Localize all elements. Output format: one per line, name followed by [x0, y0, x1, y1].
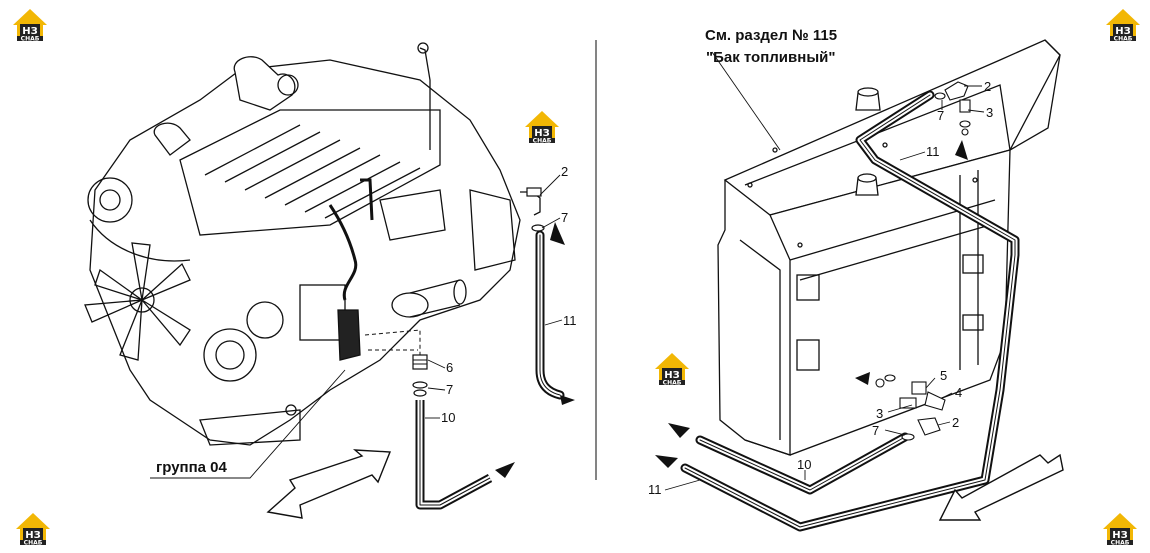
flow-arrow-tip: [668, 423, 690, 438]
callout-11: 11: [926, 144, 940, 159]
callout-10: 10: [441, 410, 455, 425]
direction-arrow-left: [266, 449, 392, 519]
callout-2: 2: [561, 164, 568, 179]
callout-7: 7: [561, 210, 568, 225]
watermark-logo-icon: [1103, 513, 1137, 547]
callout-10: 10: [797, 457, 811, 472]
engine-illustration: [84, 42, 521, 446]
callout-2: 2: [952, 415, 959, 430]
direction-arrow-right: [938, 453, 1064, 521]
flow-arrow-tip: [855, 372, 870, 385]
left-fuel-lines: [412, 187, 565, 510]
group-label: группа 04: [156, 459, 228, 476]
callout-3: 3: [986, 105, 993, 120]
callout-11: 11: [648, 482, 662, 497]
watermark-logo-icon: [1106, 9, 1140, 43]
right-fittings: [875, 81, 971, 441]
section-reference: См. раздел № 115: [705, 27, 837, 44]
watermark-logo-icon: [16, 513, 50, 547]
callout-7: 7: [446, 382, 453, 397]
leader-dash: [364, 329, 421, 355]
right-fuel-lines: [680, 90, 1020, 532]
callout-6: 6: [446, 360, 453, 375]
flow-arrow-tip: [655, 455, 678, 468]
flow-arrow-tip: [495, 462, 515, 478]
flow-arrow-tip: [550, 222, 565, 245]
callout-7: 7: [937, 108, 944, 123]
watermark-logo-icon: [655, 353, 689, 387]
section-reference-title: "Бак топливный": [706, 49, 835, 66]
flow-arrow-tip: [560, 395, 575, 405]
callout-2: 2: [984, 79, 991, 94]
callout-5: 5: [940, 368, 947, 383]
watermark-logo-icon: [13, 9, 47, 43]
callout-11: 11: [563, 313, 577, 328]
callout-leaders-left: [150, 174, 563, 479]
flow-arrow-tip: [955, 140, 968, 160]
callout-leaders-right: [664, 51, 985, 491]
watermark-logo-icon: [525, 111, 559, 145]
callout-7: 7: [872, 423, 879, 438]
fuel-tank-illustration: [717, 39, 1061, 456]
callout-4: 4: [955, 385, 962, 400]
callout-3: 3: [876, 406, 883, 421]
